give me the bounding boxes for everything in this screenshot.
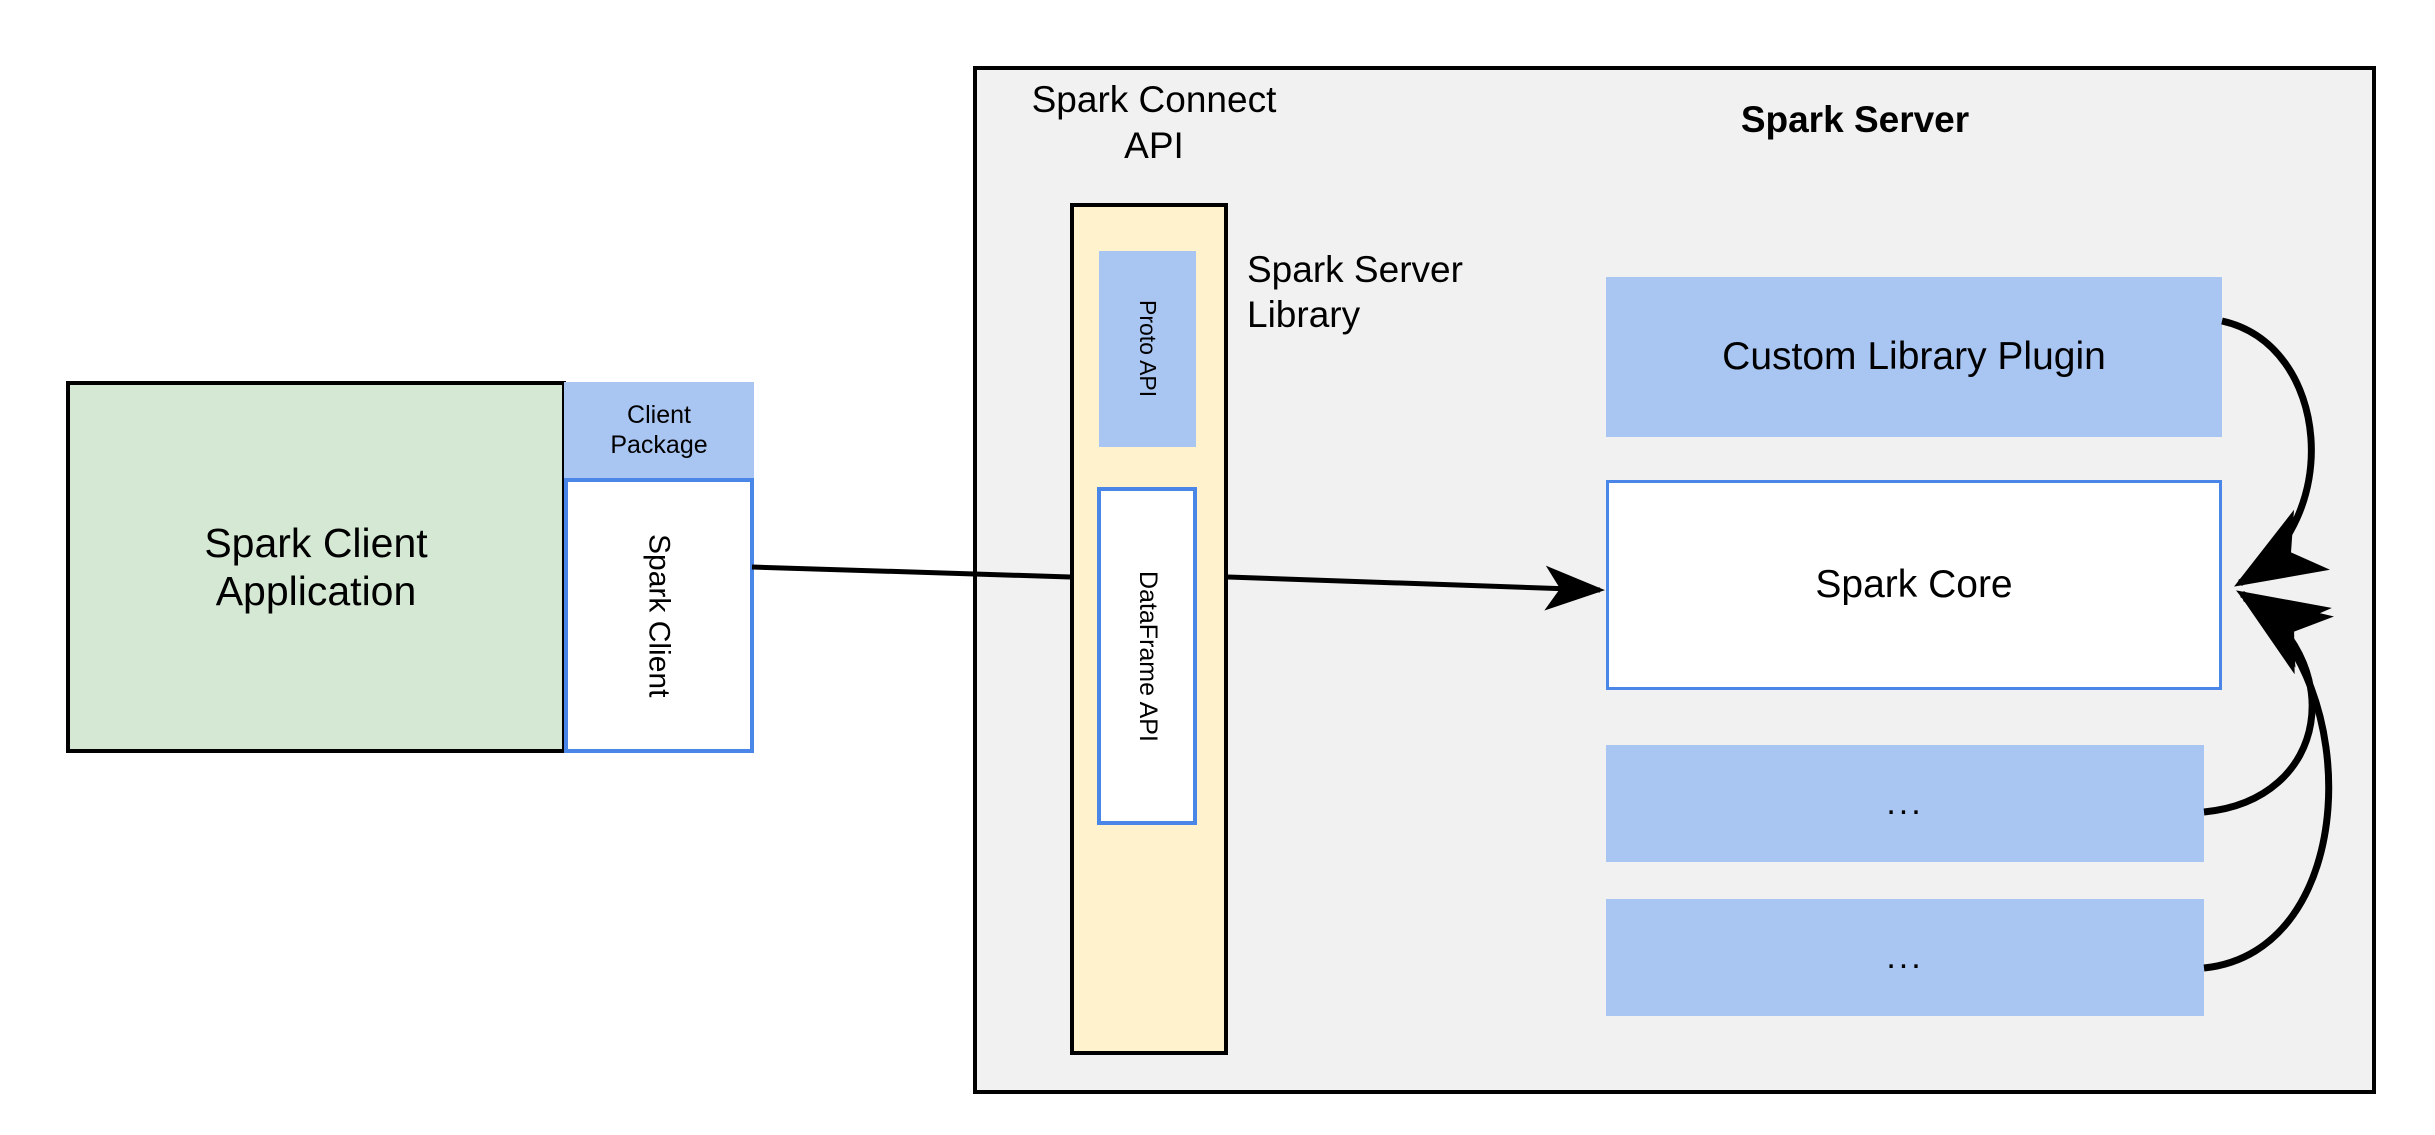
client-app-line2: Application bbox=[215, 568, 417, 614]
spark-connect-api-label: Spark Connect API bbox=[1009, 68, 1299, 178]
spark-client-application-box: Spark Client Application bbox=[66, 381, 566, 753]
client-app-line1: Spark Client bbox=[204, 519, 428, 566]
client-package-line1: Client bbox=[627, 401, 691, 429]
ellipsis-box-one: ... bbox=[1606, 745, 2204, 862]
spark-server-title: Spark Server bbox=[1740, 99, 1970, 141]
spark-client-box: Spark Client bbox=[564, 478, 754, 753]
ellipsis-box-two: ... bbox=[1606, 899, 2204, 1016]
spark-server-library-line1: Spark Server bbox=[1247, 249, 1463, 290]
custom-library-plugin-box: Custom Library Plugin bbox=[1606, 277, 2222, 437]
spark-server-library-line2: Library bbox=[1247, 294, 1361, 336]
spark-core-box: Spark Core bbox=[1606, 480, 2222, 690]
spark-connect-api-line1: Spark Connect bbox=[1031, 78, 1277, 120]
proto-api-box: Proto API bbox=[1099, 251, 1196, 447]
proto-api-label: Proto API bbox=[1135, 300, 1162, 398]
dataframe-api-box: DataFrame API bbox=[1097, 487, 1197, 825]
spark-connect-api-line2: API bbox=[1124, 125, 1184, 166]
dataframe-api-label: DataFrame API bbox=[1133, 570, 1162, 742]
client-package-box: Client Package bbox=[564, 382, 754, 479]
spark-client-label: Spark Client bbox=[642, 533, 676, 698]
client-package-line2: Package bbox=[610, 430, 708, 459]
spark-server-library-label: Spark Server Library bbox=[1247, 247, 1547, 357]
